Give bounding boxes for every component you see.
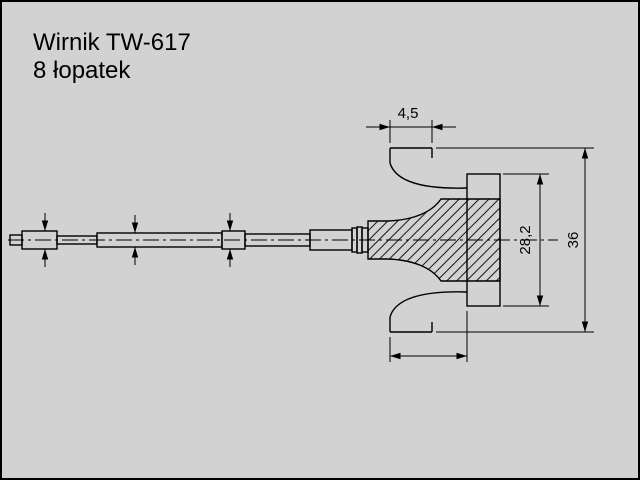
dimension-wheel-diameter: 36: [436, 147, 594, 333]
drawing-title: Wirnik TW-617: [33, 29, 191, 56]
turbine-wheel: [367, 147, 501, 333]
drawing-subtitle: 8 łopatek: [33, 57, 131, 84]
dimension-backdisk-diameter: 28,2: [503, 173, 549, 307]
dimension-label-blade-tip-width: 4,5: [398, 105, 419, 122]
wheel-hub-section: [367, 198, 501, 282]
dimension-hub-axial-width: [389, 311, 468, 362]
wheel-blade-contour-upper: [389, 147, 468, 189]
dimension-label-wheel-diameter: 36: [565, 232, 582, 249]
wheel-blade-contour-lower: [389, 291, 468, 333]
dimension-label-backdisk-diameter: 28,2: [517, 225, 534, 254]
dimension-blade-tip-width: 4,5: [366, 105, 456, 143]
